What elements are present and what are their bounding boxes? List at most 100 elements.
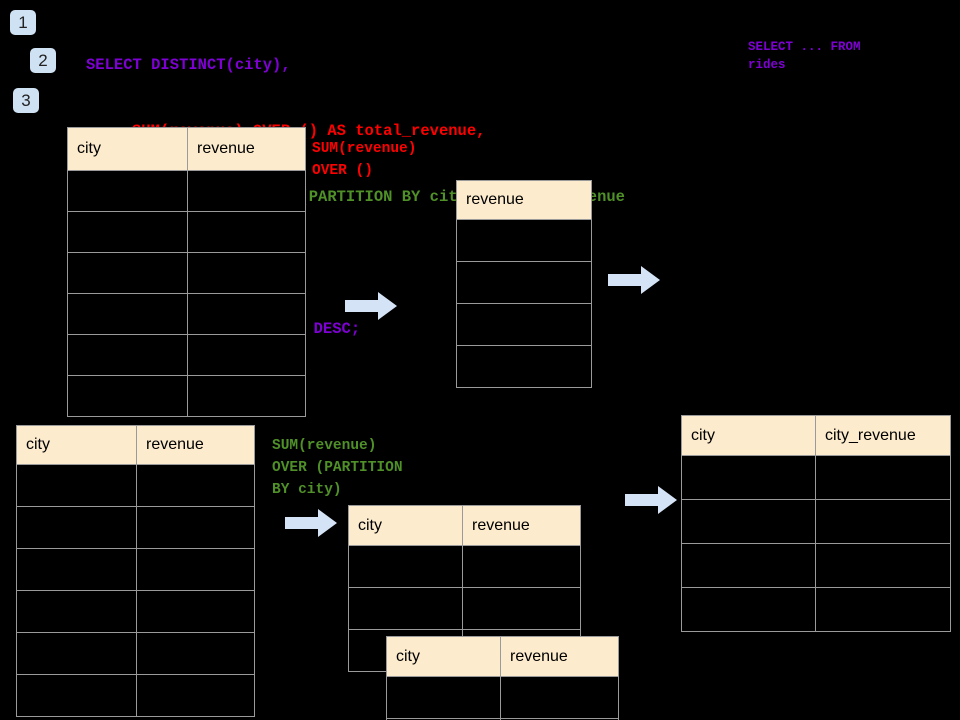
cell-revenue [136,632,255,675]
table-row [456,303,592,346]
table-row [681,499,951,544]
table-body [386,676,619,720]
cell-city [348,587,463,630]
cell-city-revenue [815,455,951,500]
table-body [456,219,592,388]
table-row [681,543,951,588]
table-row [386,718,619,720]
table-row [456,219,592,262]
column-header-city: city [67,127,188,171]
cell-city [16,548,137,591]
column-header-revenue: revenue [456,180,592,220]
cell-city [16,464,137,507]
table-total-revenue: revenue [456,180,592,388]
cell-revenue [136,590,255,633]
cell-city [16,506,137,549]
cell-revenue [456,261,592,304]
column-header-city: city [348,505,463,546]
table-row [681,587,951,632]
table-row [67,170,306,212]
table-partition-front: city revenue [386,636,619,720]
table-row [348,587,581,630]
table-header-row: city revenue [386,636,619,677]
table-row [67,252,306,294]
step-badge-2: 2 [30,48,56,73]
sql-line-select: SELECT DISTINCT(city), [86,56,291,74]
cell-city [681,499,816,544]
cell-city-revenue [815,543,951,588]
table-header-row: city revenue [16,425,255,465]
arrow-total-to-result-icon [608,266,660,294]
cell-city [67,170,188,212]
table-result: city city_revenue [681,415,951,632]
annotation-city-revenue: SUM(revenue) OVER (PARTITION BY city) [272,438,403,498]
table-row [386,676,619,719]
cell-revenue [456,345,592,388]
table-row [16,590,255,633]
cell-city [67,334,188,376]
cell-revenue [187,375,306,417]
cell-revenue [136,464,255,507]
table-body [681,455,951,632]
table-body [67,170,306,417]
cell-city [67,293,188,335]
table-header-row: city revenue [348,505,581,546]
cell-city [67,252,188,294]
cell-revenue [136,674,255,717]
table-header-row: city city_revenue [681,415,951,456]
cell-revenue [187,211,306,253]
cell-city [67,211,188,253]
cell-city [16,674,137,717]
column-header-revenue: revenue [500,636,619,677]
table-row [348,545,581,588]
cell-revenue [187,334,306,376]
table-row [67,211,306,253]
cell-city [681,587,816,632]
column-header-city: city [386,636,501,677]
annotation-total-revenue: SUM(revenue) OVER () [312,141,417,179]
arrow-rides-to-total-icon [345,292,397,320]
table-row [681,455,951,500]
cell-city [681,543,816,588]
arrow-rides-to-partition-icon [285,509,337,537]
cell-city [348,545,463,588]
cell-city [67,375,188,417]
cell-city [16,632,137,675]
column-header-city-revenue: city_revenue [815,415,951,456]
cell-revenue [500,718,619,720]
column-header-city: city [16,425,137,465]
step-badge-1: 1 [10,10,36,35]
cell-revenue [462,545,581,588]
table-partition-back: city revenue [348,505,581,672]
table-row [67,334,306,376]
column-header-revenue: revenue [187,127,306,171]
table-row [16,674,255,717]
column-header-revenue: revenue [462,505,581,546]
table-body [16,464,255,717]
cell-revenue [500,676,619,719]
cell-city-revenue [815,587,951,632]
cell-revenue [456,303,592,346]
cell-revenue [456,219,592,262]
cell-revenue [136,548,255,591]
arrow-partition-to-result-icon [625,486,677,514]
table-header-row: city revenue [67,127,306,171]
cell-city-revenue [815,499,951,544]
cell-revenue [136,506,255,549]
table-row [16,548,255,591]
cell-revenue [187,252,306,294]
table-row [16,464,255,507]
cell-revenue [187,293,306,335]
column-header-revenue: revenue [136,425,255,465]
table-rides-bottom: city revenue [16,425,255,717]
cell-revenue [462,587,581,630]
table-row [16,506,255,549]
table-row [456,345,592,388]
table-row [67,293,306,335]
cell-city [386,676,501,719]
table-rides-top: city revenue [67,127,306,417]
column-header-city: city [681,415,816,456]
table-header-row: revenue [456,180,592,220]
table-row [456,261,592,304]
